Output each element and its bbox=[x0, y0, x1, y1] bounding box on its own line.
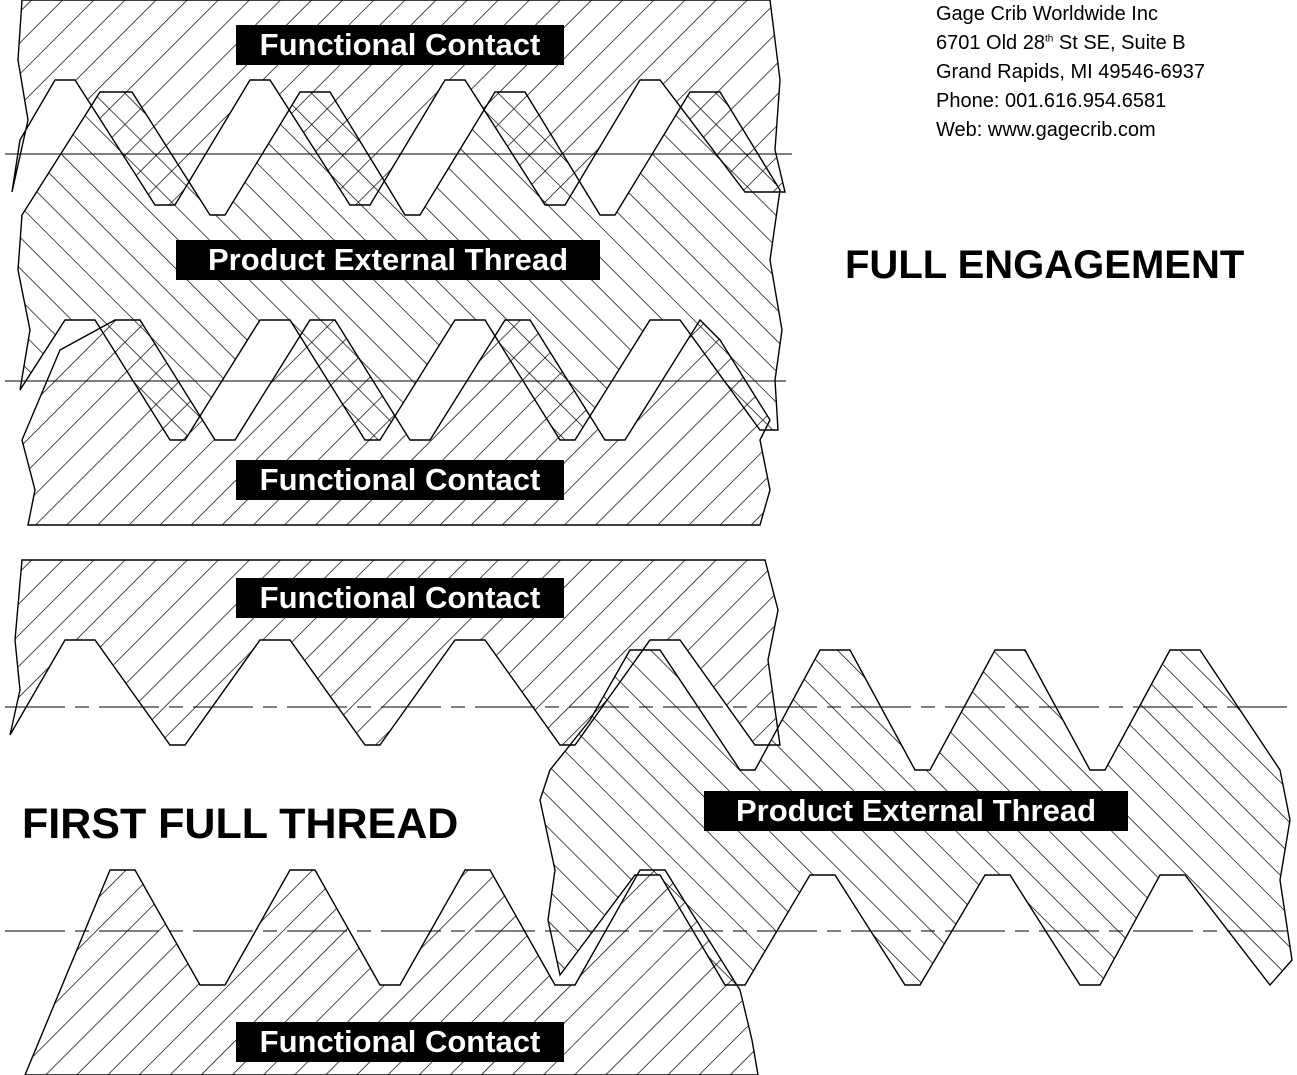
company-phone: Phone: 001.616.954.6581 bbox=[936, 90, 1167, 112]
first-full-thread-title: FIRST FULL THREAD bbox=[22, 800, 459, 848]
first-full-thread-bottom-label: Functional Contact bbox=[236, 1022, 564, 1062]
full-engagement-top-label: Functional Contact bbox=[236, 25, 564, 65]
company-name: Gage Crib Worldwide Inc bbox=[936, 3, 1158, 25]
company-address: 6701 Old 28th St SE, Suite B bbox=[936, 32, 1186, 54]
full-engagement-bottom-label: Functional Contact bbox=[236, 460, 564, 500]
lower-gage-first bbox=[24, 869, 759, 1075]
company-web: Web: www.gagecrib.com bbox=[936, 119, 1156, 141]
first-full-thread-top-label: Functional Contact bbox=[236, 578, 564, 618]
company-info: Gage Crib Worldwide Inc 6701 Old 28th St… bbox=[936, 0, 1297, 145]
full-engagement-product-label: Product External Thread bbox=[176, 240, 600, 280]
full-engagement-title: FULL ENGAGEMENT bbox=[845, 243, 1245, 287]
lower-gage-full bbox=[21, 318, 771, 526]
company-city: Grand Rapids, MI 49546-6937 bbox=[936, 61, 1206, 83]
first-full-thread-product-label: Product External Thread bbox=[704, 791, 1128, 831]
